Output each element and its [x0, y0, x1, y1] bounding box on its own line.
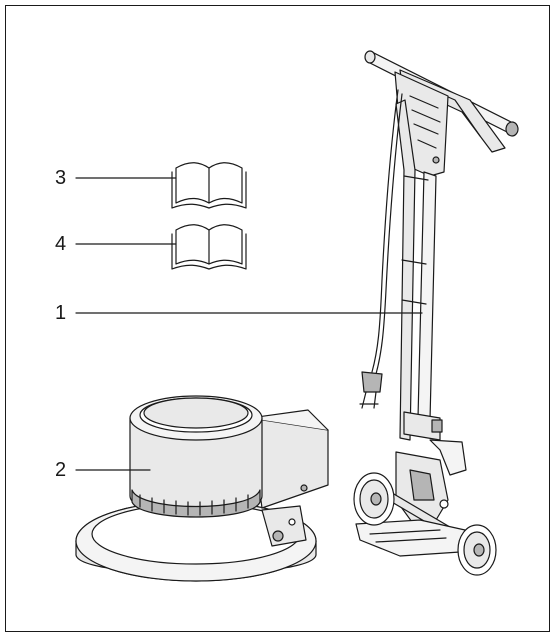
handle-shaft	[395, 99, 443, 441]
wheel-chassis	[353, 439, 497, 576]
callout-2: 2	[55, 459, 67, 481]
callout-1: 1	[55, 302, 67, 324]
power-cord	[359, 89, 403, 409]
motor-base	[75, 395, 329, 582]
handlebar	[364, 50, 519, 177]
callout-4: 4	[55, 233, 67, 255]
manual-book-icon	[171, 162, 247, 209]
callout-3: 3	[55, 167, 67, 189]
manual-book-icon	[171, 224, 247, 270]
